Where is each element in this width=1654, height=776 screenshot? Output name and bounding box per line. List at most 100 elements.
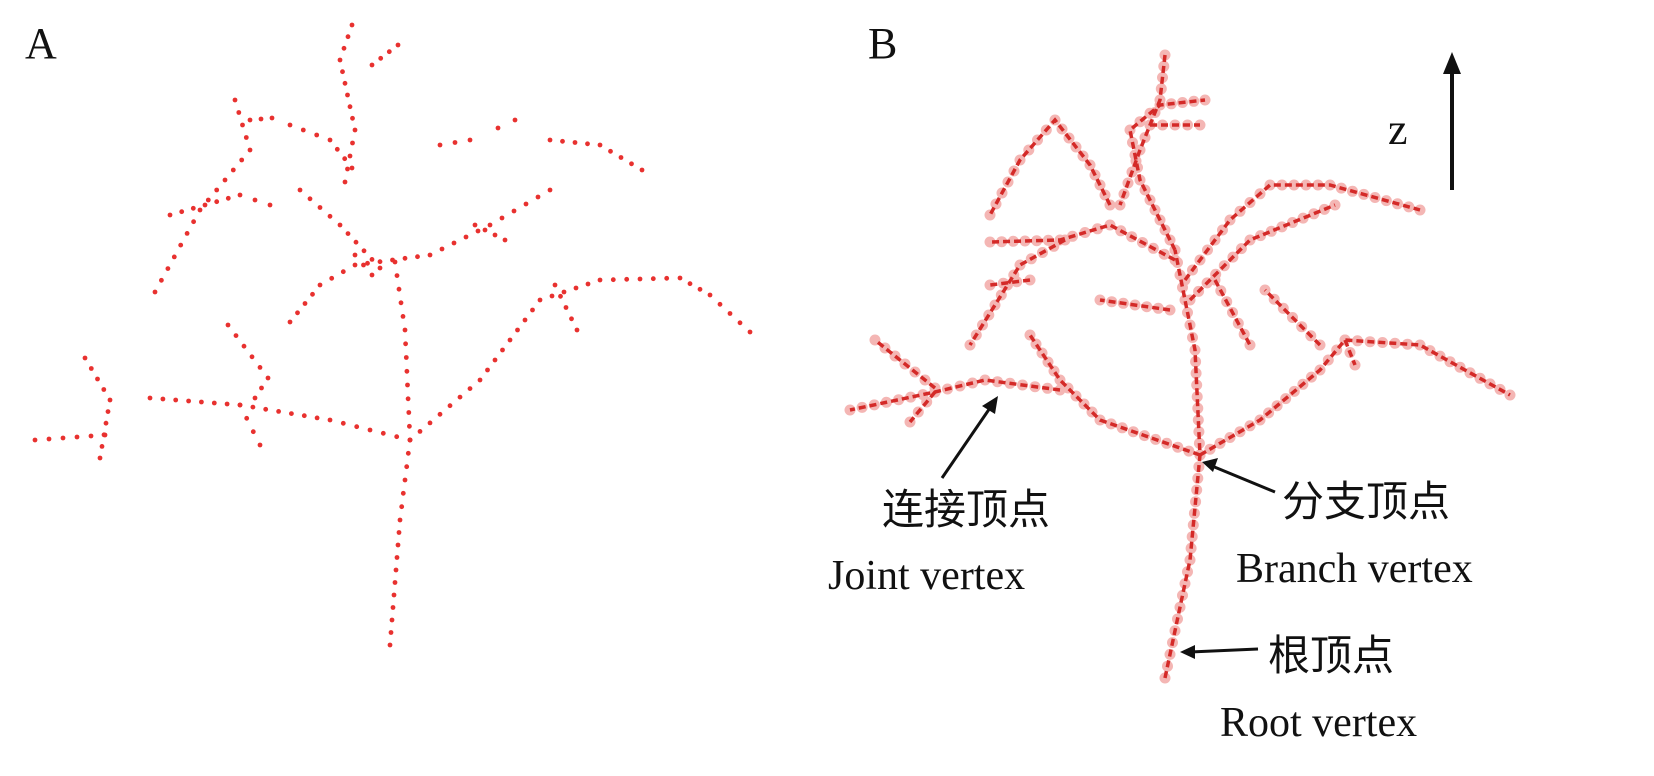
skeleton-edge [849, 378, 1061, 412]
point [547, 137, 553, 143]
point [400, 490, 406, 496]
skeleton-edge [873, 338, 937, 390]
point [369, 257, 375, 262]
point [314, 132, 320, 138]
point [747, 329, 753, 335]
point [214, 199, 220, 205]
point [574, 327, 580, 333]
point [390, 257, 395, 263]
point [46, 436, 52, 442]
point [377, 265, 383, 271]
skeleton-edge [968, 238, 1066, 346]
point [224, 401, 230, 407]
point [361, 262, 366, 268]
point [334, 146, 340, 152]
point [300, 127, 306, 133]
point [258, 116, 264, 122]
point [387, 642, 393, 648]
point [250, 429, 256, 435]
point [717, 301, 723, 307]
point [390, 605, 396, 610]
point [530, 307, 535, 313]
point [314, 415, 320, 421]
point [340, 69, 345, 75]
point [202, 202, 208, 208]
point [250, 404, 256, 410]
point [397, 517, 403, 523]
point [535, 194, 541, 200]
point [439, 246, 445, 252]
skeleton-edge [988, 117, 1112, 216]
vertex [905, 391, 917, 403]
point [249, 354, 255, 360]
point [697, 286, 703, 292]
point [400, 314, 406, 319]
point [427, 420, 433, 426]
point [650, 276, 656, 282]
point [237, 402, 243, 408]
point [561, 289, 567, 295]
skeleton-edge [1199, 338, 1511, 457]
point [165, 266, 171, 271]
point [402, 327, 408, 333]
point [257, 365, 263, 370]
point [353, 239, 359, 245]
point [287, 122, 293, 128]
panel-label-a: A [25, 19, 57, 68]
point [637, 276, 643, 282]
point [457, 394, 463, 400]
point [585, 141, 590, 147]
point [467, 386, 473, 391]
point [522, 317, 528, 323]
point [317, 282, 323, 288]
point [472, 222, 478, 228]
point [415, 254, 420, 260]
vertex [1402, 338, 1413, 350]
vertex [1184, 554, 1196, 566]
vertex [1276, 179, 1288, 191]
point [74, 434, 80, 440]
point [437, 142, 443, 148]
point [349, 22, 355, 28]
point [173, 397, 179, 403]
point [267, 202, 273, 208]
point [230, 167, 236, 173]
point [399, 504, 405, 510]
vertex [1007, 235, 1019, 247]
point [737, 320, 743, 326]
point [337, 57, 343, 63]
point [597, 277, 603, 283]
point [307, 196, 313, 202]
vertex [1092, 223, 1103, 235]
point [347, 104, 353, 110]
point [191, 219, 197, 225]
skeleton-edge [1188, 203, 1336, 302]
point [99, 444, 105, 449]
point [232, 97, 238, 103]
point [402, 477, 408, 483]
joint-vertex-label-cn: 连接顶点 [882, 488, 1051, 534]
point [317, 205, 323, 210]
point [95, 376, 100, 382]
point [239, 157, 245, 163]
vertex [1191, 379, 1203, 391]
point [159, 277, 164, 283]
point [178, 242, 184, 248]
point [197, 207, 203, 213]
vertex [893, 394, 905, 406]
vertex [1190, 367, 1202, 379]
point [327, 213, 333, 219]
point [244, 415, 250, 421]
point [394, 555, 400, 560]
point [352, 127, 358, 133]
point [624, 276, 630, 282]
point [301, 413, 307, 419]
point [101, 432, 107, 438]
vertex [1192, 414, 1204, 426]
skeleton-edge [1163, 249, 1202, 679]
panel-label-b: B [868, 19, 898, 68]
point [403, 341, 408, 347]
point [537, 297, 543, 303]
point [405, 450, 411, 456]
